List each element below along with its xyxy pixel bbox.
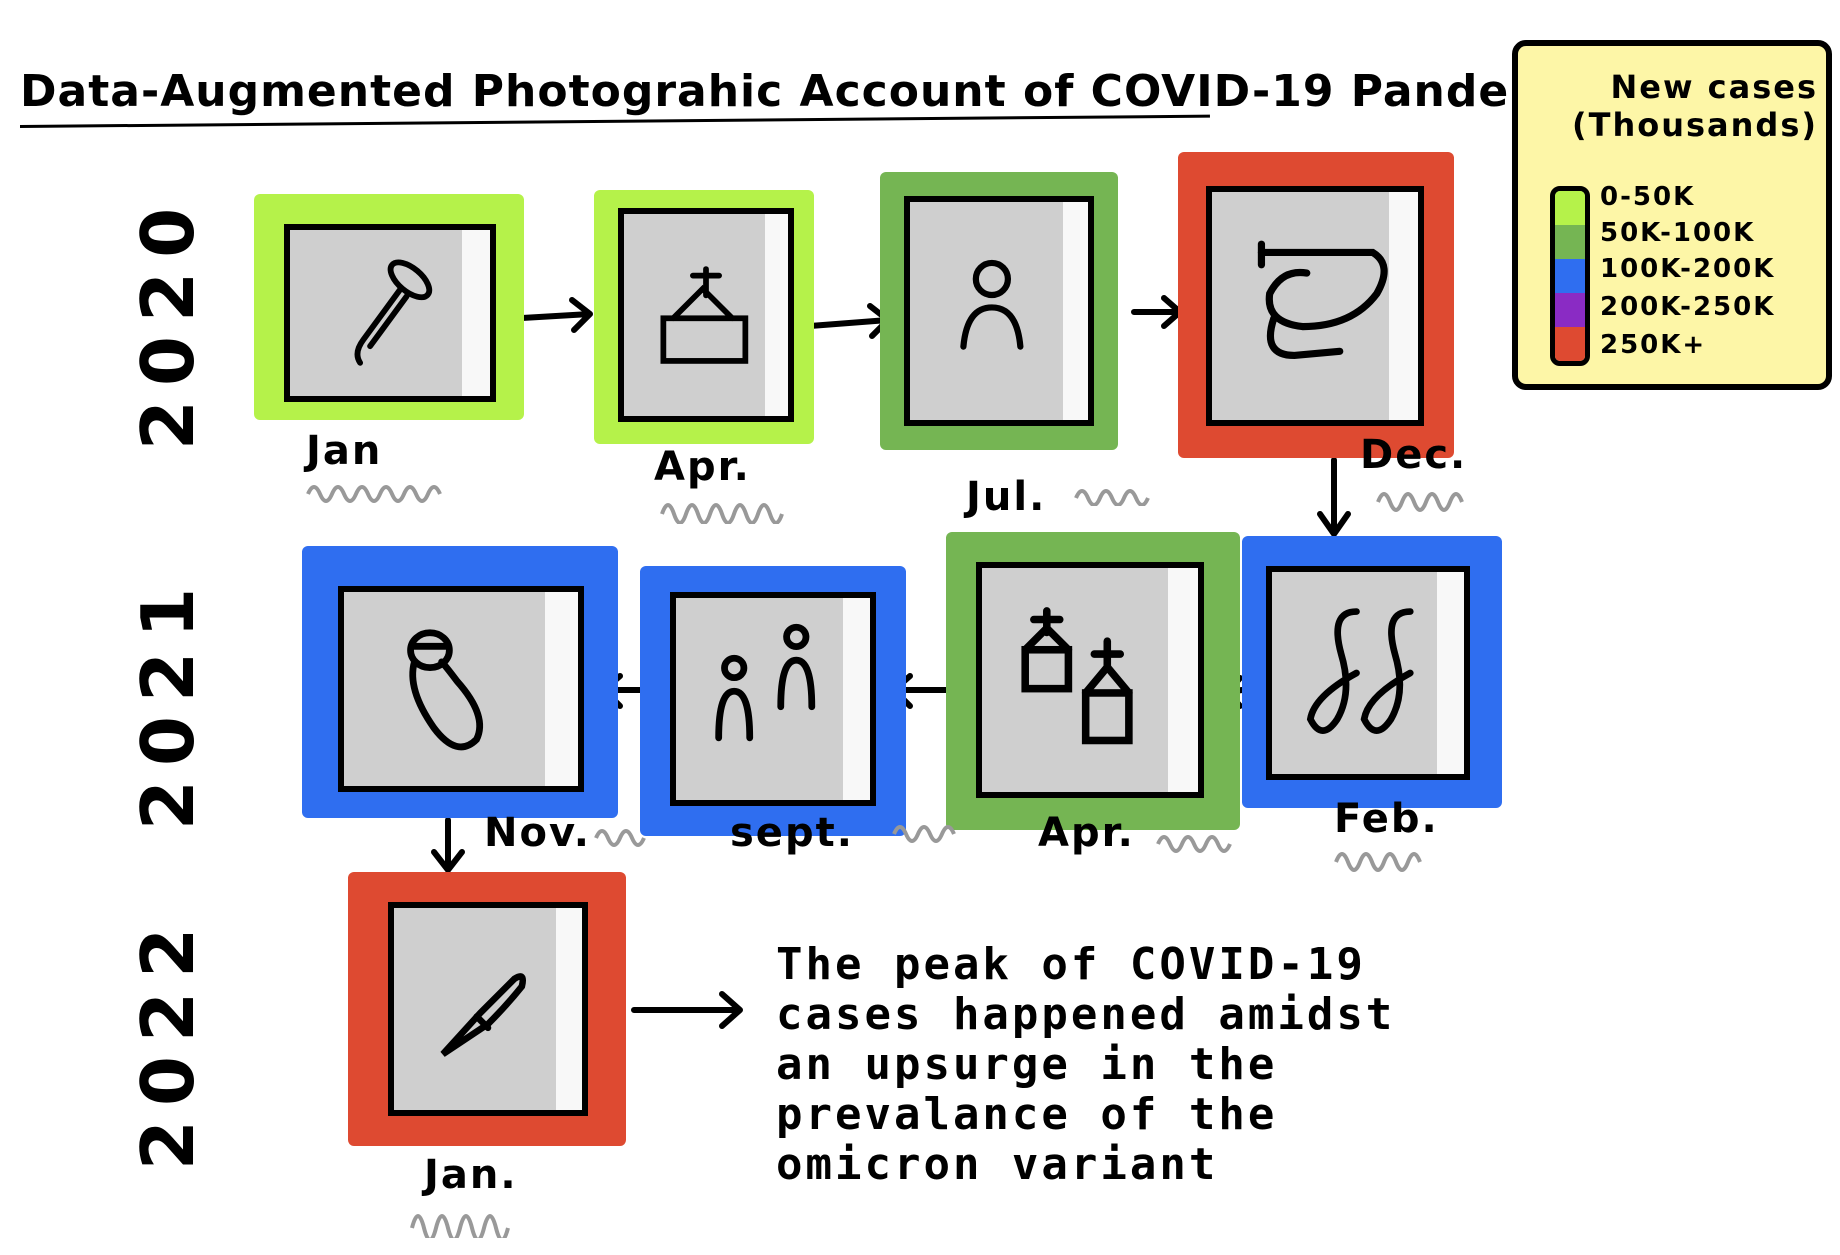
photo-dec-2020 bbox=[1206, 186, 1424, 426]
photo-feb-2021 bbox=[1266, 566, 1470, 780]
photo-apr-2021 bbox=[976, 562, 1204, 798]
month-label-2022-jan: Jan. bbox=[424, 1152, 518, 1198]
snapshot-2022-jan bbox=[348, 872, 626, 1146]
syringe-icon bbox=[440, 973, 527, 1057]
house-icon bbox=[660, 266, 749, 364]
snapshot-2020-apr bbox=[594, 190, 814, 444]
squiggle-feb-2021 bbox=[1334, 852, 1422, 872]
legend-label-100k-200k: 100K-200K bbox=[1600, 254, 1776, 284]
arrow-jan-apr-2020 bbox=[519, 297, 593, 333]
swirl-icon bbox=[1257, 240, 1388, 360]
month-label-2020-jan: Jan bbox=[306, 428, 383, 474]
year-label-2021: 2021 bbox=[126, 573, 211, 831]
photo-jan-2020 bbox=[284, 224, 496, 402]
month-label-2021-sept: sept. bbox=[730, 810, 854, 856]
snapshot-2020-dec bbox=[1178, 152, 1454, 458]
squiggle-jan-2022 bbox=[410, 1214, 510, 1238]
person-icon bbox=[960, 259, 1024, 350]
month-label-2020-apr: Apr. bbox=[654, 444, 751, 490]
legend-label-250k-plus: 250K+ bbox=[1600, 330, 1707, 360]
arrow-apr-jul-2020 bbox=[807, 303, 891, 339]
legend-label-200k-250k: 200K-250K bbox=[1600, 292, 1776, 322]
legend-label-50k-100k: 50K-100K bbox=[1600, 218, 1756, 248]
arrow-to-note bbox=[631, 991, 743, 1029]
photo-nov-2021 bbox=[338, 586, 584, 792]
month-label-2020-jul: Jul. bbox=[966, 474, 1047, 520]
pushpin-icon bbox=[354, 259, 433, 366]
snapshot-2021-apr bbox=[946, 532, 1240, 830]
squiggle-jan-2020 bbox=[306, 485, 442, 503]
squiggle-apr-2020 bbox=[660, 503, 784, 524]
two-people-icon bbox=[715, 623, 816, 742]
photo-apr-2020 bbox=[618, 208, 794, 422]
legend-swatch-50k-100k bbox=[1555, 225, 1585, 259]
squiggle-sept-2021 bbox=[892, 825, 956, 843]
snapshot-2021-nov bbox=[302, 546, 618, 818]
legend-swatch-250k-plus bbox=[1555, 327, 1585, 361]
page-title: Data-Augmented Photograhic Account of CO… bbox=[20, 66, 1600, 117]
snapshot-2020-jan bbox=[254, 194, 524, 420]
arrow-jul-dec-2020 bbox=[1131, 295, 1183, 329]
year-label-2020: 2020 bbox=[126, 193, 211, 451]
squiggle-dec-2020 bbox=[1376, 492, 1464, 512]
squiggle-apr-2021 bbox=[1156, 835, 1232, 853]
legend-swatch-100k-200k bbox=[1555, 259, 1585, 293]
legend: New cases (Thousands) 0-50K 50K-100K 100… bbox=[1512, 40, 1832, 390]
legend-color-bar bbox=[1550, 186, 1590, 366]
bottle-icon bbox=[407, 629, 483, 751]
legend-title: New cases (Thousands) bbox=[1572, 68, 1818, 144]
squiggle-jul-2020 bbox=[1074, 489, 1150, 506]
month-label-2021-apr: Apr. bbox=[1038, 810, 1135, 856]
photo-sept-2021 bbox=[670, 592, 876, 806]
month-label-2021-nov: Nov. bbox=[484, 810, 591, 856]
month-label-2020-dec: Dec. bbox=[1360, 432, 1468, 478]
arrow-dec-feb bbox=[1317, 457, 1351, 537]
cursive-letters-icon bbox=[1306, 608, 1414, 734]
legend-label-0-50k: 0-50K bbox=[1600, 182, 1696, 212]
annotation-note: The peak of COVID-19 cases happened amid… bbox=[776, 939, 1396, 1190]
squiggle-nov-2021 bbox=[594, 829, 646, 847]
year-label-2022: 2022 bbox=[126, 913, 211, 1171]
two-houses-icon bbox=[1021, 607, 1133, 745]
snapshot-2021-sept bbox=[640, 566, 906, 836]
arrow-nov-jan-2022 bbox=[431, 817, 465, 873]
month-label-2021-feb: Feb. bbox=[1334, 796, 1439, 842]
legend-swatch-0-50k bbox=[1555, 191, 1585, 225]
photo-jan-2022 bbox=[388, 902, 588, 1116]
legend-swatch-200k-250k bbox=[1555, 293, 1585, 327]
snapshot-2021-feb bbox=[1242, 536, 1502, 808]
snapshot-2020-jul bbox=[880, 172, 1118, 450]
photo-jul-2020 bbox=[904, 196, 1094, 426]
